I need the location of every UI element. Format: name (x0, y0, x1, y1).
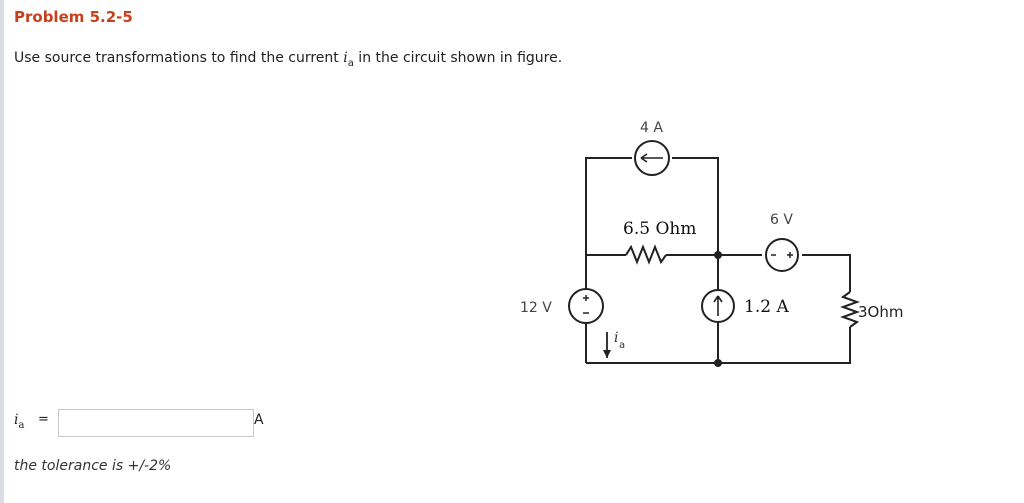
node-top-mid (714, 251, 722, 259)
label-4a: 4 A (640, 120, 663, 136)
wire-top-right (672, 157, 719, 255)
label-1-2a: 1.2 A (744, 297, 789, 317)
label-ia-subscript: a (619, 340, 625, 351)
circuit-diagram: 4 A 6.5 Ohm 6 V 12 V 1.2 A 3Ohm i a (520, 120, 903, 367)
question-suffix: in the circuit shown in figure. (353, 50, 563, 66)
current-source-4a (634, 140, 670, 176)
question-variable: i (343, 50, 348, 66)
answer-label-subscript: a (18, 419, 25, 431)
label-12v: 12 V (520, 300, 552, 316)
answer-equals: = (38, 412, 49, 427)
question-prefix: Use source transformations to find the c… (14, 50, 344, 66)
left-border (0, 0, 4, 503)
tolerance-note: the tolerance is +/-2% (14, 458, 172, 474)
problem-title: Problem 5.2-5 (14, 8, 133, 26)
resistor-6-5-ohm (625, 244, 667, 265)
label-ia: i (614, 330, 618, 346)
question-text: Use source transformations to find the c… (14, 50, 562, 69)
label-3ohm: 3Ohm (858, 303, 903, 321)
answer-input[interactable] (58, 409, 254, 437)
answer-unit: A (254, 412, 264, 428)
node-bottom-mid (714, 359, 722, 367)
voltage-source-6v (765, 238, 799, 272)
current-source-1-2a (701, 289, 735, 323)
resistor-3-ohm (840, 291, 860, 328)
label-6v: 6 V (770, 212, 793, 228)
question-variable-subscript: a (347, 57, 354, 69)
label-6-5-ohm: 6.5 Ohm (623, 219, 696, 239)
answer-row: ia = A (14, 408, 314, 438)
answer-label-var: i (14, 412, 19, 428)
voltage-source-12v (568, 288, 604, 324)
wire-6v-to-3ohm (802, 254, 851, 292)
answer-label: ia (14, 412, 24, 431)
wire-top-left (585, 157, 632, 255)
current-ia-arrow (603, 332, 611, 358)
wire-bottom (586, 327, 851, 364)
